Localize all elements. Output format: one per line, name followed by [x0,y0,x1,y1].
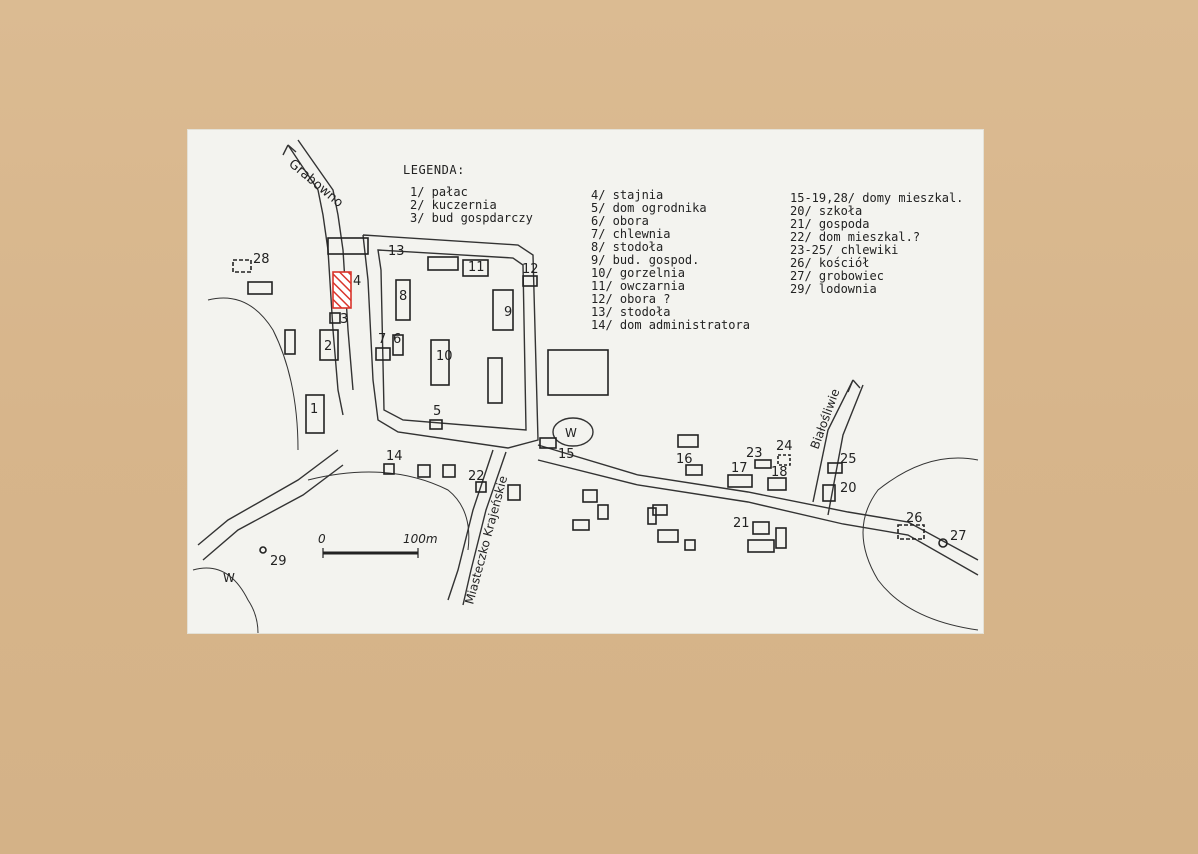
svg-text:18: 18 [771,465,788,480]
svg-text:22: 22 [468,469,485,484]
building-24 [777,454,791,466]
legend-column-2: 4/ stajnia 5/ dom ogrodnika 6/ obora 7/ … [591,189,750,332]
building-14 [383,463,395,475]
building-15 [539,437,557,449]
svg-text:W: W [565,426,577,440]
building-22 [475,481,487,493]
legend-item: 21/ gospoda [790,217,870,231]
building-12 [522,275,538,287]
building-26 [897,524,925,540]
building-11 [462,259,489,277]
building-16 [685,464,703,476]
svg-text:16: 16 [676,452,693,467]
building-25 [827,462,843,474]
building-5 [429,419,443,430]
svg-text:12: 12 [522,262,539,277]
svg-text:26: 26 [906,511,923,526]
svg-text:7: 7 [378,332,386,347]
legend-item: 22/ dom mieszkal.? [790,230,921,244]
svg-text:15: 15 [558,447,575,462]
svg-text:10: 10 [436,349,453,364]
legend-item: 12/ obora ? [591,292,671,306]
svg-text:6: 6 [393,332,401,347]
svg-text:100m: 100m [403,532,438,546]
svg-text:28: 28 [253,252,270,267]
svg-text:17: 17 [731,461,748,476]
legend-item: 7/ chlewnia [591,227,671,241]
building-27 [938,538,948,548]
svg-text:2: 2 [324,339,332,354]
svg-text:1: 1 [310,402,318,417]
legend-item: 29/ lodownia [790,282,877,296]
building-23 [754,459,772,469]
estate-plan-map: 1 2 3 4 5 6 7 8 9 10 11 12 13 14 15 16 1… [192,139,979,633]
building-11b [427,256,459,271]
building-13 [487,357,503,404]
map-sheet: 1 2 3 4 5 6 7 8 9 10 11 12 13 14 15 16 1… [188,130,983,633]
building-17 [727,474,753,488]
building-2 [319,329,339,361]
legend-item: 15-19,28/ domy mieszkal. [790,191,964,205]
legend-item: 2/ kuczernia [410,198,497,212]
svg-text:3: 3 [340,312,348,327]
svg-text:25: 25 [840,452,857,467]
legend-item: 26/ kościół [790,256,870,270]
building-6 [392,334,404,356]
svg-text:5: 5 [433,404,441,419]
svg-text:27: 27 [950,529,967,544]
legend-item: 11/ owczarnia [591,279,685,293]
legend-item: 5/ dom ogrodnika [591,201,707,215]
svg-text:13: 13 [388,244,405,259]
legend-item: 9/ bud. gospod. [591,253,700,267]
legend-item: 10/ gorzelnia [591,266,685,280]
building-21 [752,521,770,535]
building-1 [305,394,325,434]
legend-column-3: 15-19,28/ domy mieszkal. 20/ szkoła 21/ … [790,192,963,296]
svg-text:9: 9 [504,305,512,320]
svg-text:11: 11 [468,260,485,275]
legend-item: 27/ grobowiec [790,269,884,283]
scale-bar: 0 100m [318,532,438,558]
legend-item: 20/ szkoła [790,204,863,218]
legend-item: 6/ obora [591,214,649,228]
legend-item: 13/ stodoła [591,305,671,319]
building-29 [259,546,267,554]
building-9 [492,289,514,331]
legend-item: 4/ stajnia [591,188,664,202]
svg-text:21: 21 [733,516,750,531]
building-10 [430,339,450,386]
road-lines [192,139,979,633]
svg-text:W: W [223,571,235,585]
svg-text:4: 4 [353,274,361,289]
building-18 [767,477,787,491]
legend-item: 1/ pałac [410,185,468,199]
legend-item: 3/ bud gospdarczy [410,211,533,225]
svg-text:23: 23 [746,446,763,461]
svg-text:Miasteczko Krajeńskie: Miasteczko Krajeńskie [462,474,510,605]
building-outlines [232,237,948,554]
legend-item: 14/ dom administratora [591,318,750,332]
legend-title: LEGENDA: [403,163,465,177]
svg-text:14: 14 [386,449,403,464]
legend-column-1: 1/ pałac 2/ kuczernia 3/ bud gospdarczy [410,186,533,225]
legend-item: 23-25/ chlewiki [790,243,899,257]
building-4 [332,271,352,309]
legend-item: 8/ stodoła [591,240,664,254]
building-28 [232,259,252,273]
building-3 [329,312,341,324]
svg-text:29: 29 [270,554,287,569]
svg-text:20: 20 [840,481,857,496]
map-number-labels: 1 2 3 4 5 6 7 8 9 10 11 12 13 14 15 16 1… [253,244,967,569]
building-7 [375,347,391,361]
svg-text:0: 0 [318,532,326,546]
svg-text:24: 24 [776,439,793,454]
building-20 [822,484,836,502]
building-8 [395,279,411,321]
svg-text:8: 8 [399,289,407,304]
